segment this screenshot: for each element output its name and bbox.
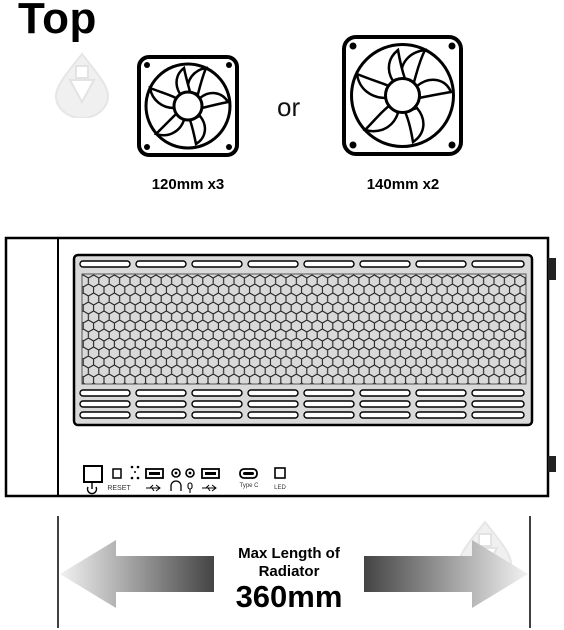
radiator-caption-line1: Max Length of [238, 545, 340, 562]
reset-label: RESET [107, 485, 131, 492]
fan-140-label: 140mm x2 [366, 176, 440, 193]
radiator-length-value: 360mm [235, 579, 343, 614]
fan-120-icon [137, 55, 239, 157]
type-c-label: Type C [239, 483, 259, 489]
fan-120-label: 120mm x3 [151, 176, 225, 193]
radiator-length-arrows [57, 516, 531, 628]
page-title: Top [18, 0, 97, 43]
case-top-view [4, 236, 556, 498]
radiator-caption-line2: Radiator [258, 563, 320, 580]
watermark-drop-icon [54, 52, 110, 118]
fan-140-icon [342, 35, 463, 156]
or-label: or [277, 92, 301, 122]
led-label: LED [274, 485, 286, 491]
